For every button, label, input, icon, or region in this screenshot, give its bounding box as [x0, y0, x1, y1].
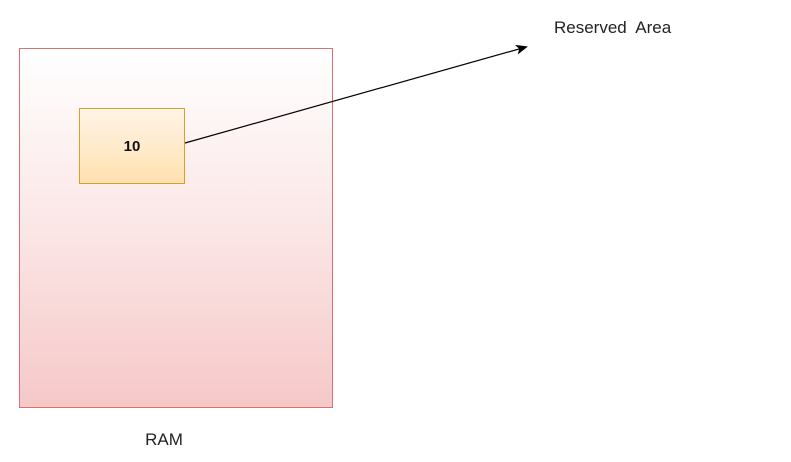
reserved-area-label: Reserved Area	[554, 18, 672, 37]
pointer-arrow-line	[184, 44, 528, 144]
memory-cell-value: 10	[79, 108, 185, 184]
ram-label: RAM	[145, 430, 183, 449]
memory-cell-value-text: 10	[123, 137, 141, 155]
